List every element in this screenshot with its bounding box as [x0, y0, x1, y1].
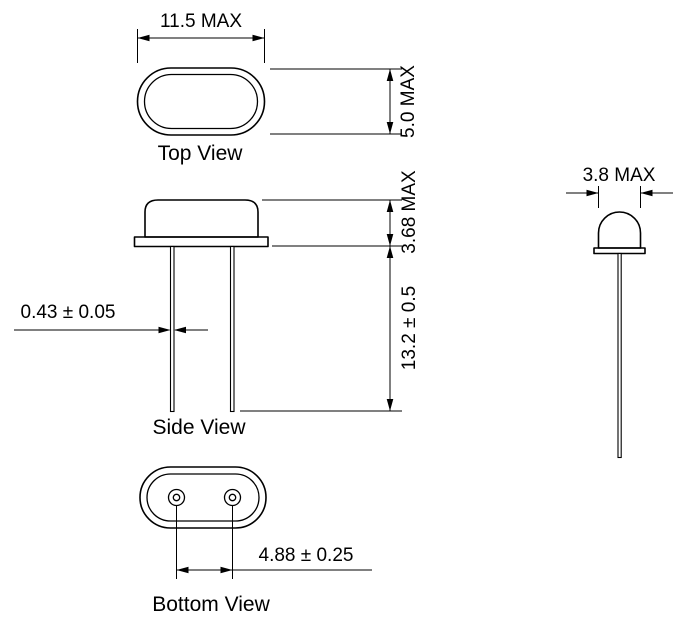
- side-view-lead-length-dimension: 13.2 ± 0.5: [240, 246, 420, 412]
- arrowhead-up: [386, 200, 394, 212]
- side-view-base-flange: [133, 236, 269, 248]
- top-view-outer-outline: [136, 67, 266, 136]
- side-view-lead-left: [169, 245, 175, 413]
- bottom-view-outer-outline: [139, 466, 267, 529]
- top-view-inner-outline: [143, 73, 259, 130]
- top-view-height-dimension: 5.0 MAX: [270, 65, 419, 138]
- end-thickness-dim-text: 3.8 MAX: [583, 165, 656, 186]
- arrowhead-right: [586, 189, 599, 197]
- side-view-lead-right: [229, 245, 235, 413]
- arrowhead-down: [386, 234, 394, 246]
- bottom-view-pin-left-inner: [172, 493, 181, 502]
- bottom-pin-spacing-dim-text: 4.88 ± 0.25: [259, 545, 354, 566]
- arrowhead-right: [252, 34, 265, 42]
- side-view-label: Side View: [152, 416, 246, 439]
- side-lead-length-dim-text: 13.2 ± 0.5: [399, 286, 420, 370]
- arrowhead-left: [640, 189, 653, 197]
- side-lead-width-dim-text: 0.43 ± 0.05: [21, 302, 116, 323]
- end-view-thickness-dimension: 3.8 MAX: [566, 165, 673, 208]
- arrowhead-down: [386, 399, 394, 411]
- top-view-width-dimension: 11.5 MAX: [137, 11, 265, 63]
- top-height-dim-text: 5.0 MAX: [398, 65, 419, 138]
- arrowhead-right: [220, 566, 233, 574]
- arrowhead-left: [137, 34, 150, 42]
- arrowhead-down: [386, 122, 394, 134]
- end-view-base-flange: [593, 247, 646, 255]
- arrowhead-right: [158, 326, 171, 334]
- side-view-can-outline: [144, 199, 259, 238]
- side-can-height-dim-text: 3.68 MAX: [399, 170, 420, 254]
- end-view-can-outline: [597, 211, 642, 249]
- side-view-lead-width-dimension: 0.43 ± 0.05: [14, 302, 208, 334]
- side-view: 3.68 MAX 13.2 ± 0.5 0.43 ± 0.05 Side Vie…: [14, 170, 420, 439]
- bottom-view-pin-left-outer: [167, 488, 186, 507]
- arrowhead-left: [176, 566, 189, 574]
- end-view-lead: [617, 252, 622, 459]
- bottom-view: 4.88 ± 0.25 Bottom View: [139, 466, 372, 616]
- arrowhead-up: [386, 246, 394, 258]
- arrowhead-up: [386, 69, 394, 81]
- end-view: 3.8 MAX: [566, 165, 673, 459]
- bottom-view-pin-right-inner: [228, 493, 237, 502]
- bottom-view-inner-outline: [146, 473, 260, 522]
- bottom-view-label: Bottom View: [152, 593, 270, 616]
- top-view-label: Top View: [158, 142, 244, 165]
- top-width-dim-text: 11.5 MAX: [160, 11, 242, 32]
- bottom-view-pin-spacing-dimension: 4.88 ± 0.25: [176, 506, 372, 579]
- arrowhead-left: [174, 326, 186, 334]
- bottom-view-pin-right-outer: [223, 488, 242, 507]
- side-view-can-height-dimension: 3.68 MAX: [262, 170, 420, 254]
- top-view: 11.5 MAX 5.0 MAX Top View: [136, 11, 419, 165]
